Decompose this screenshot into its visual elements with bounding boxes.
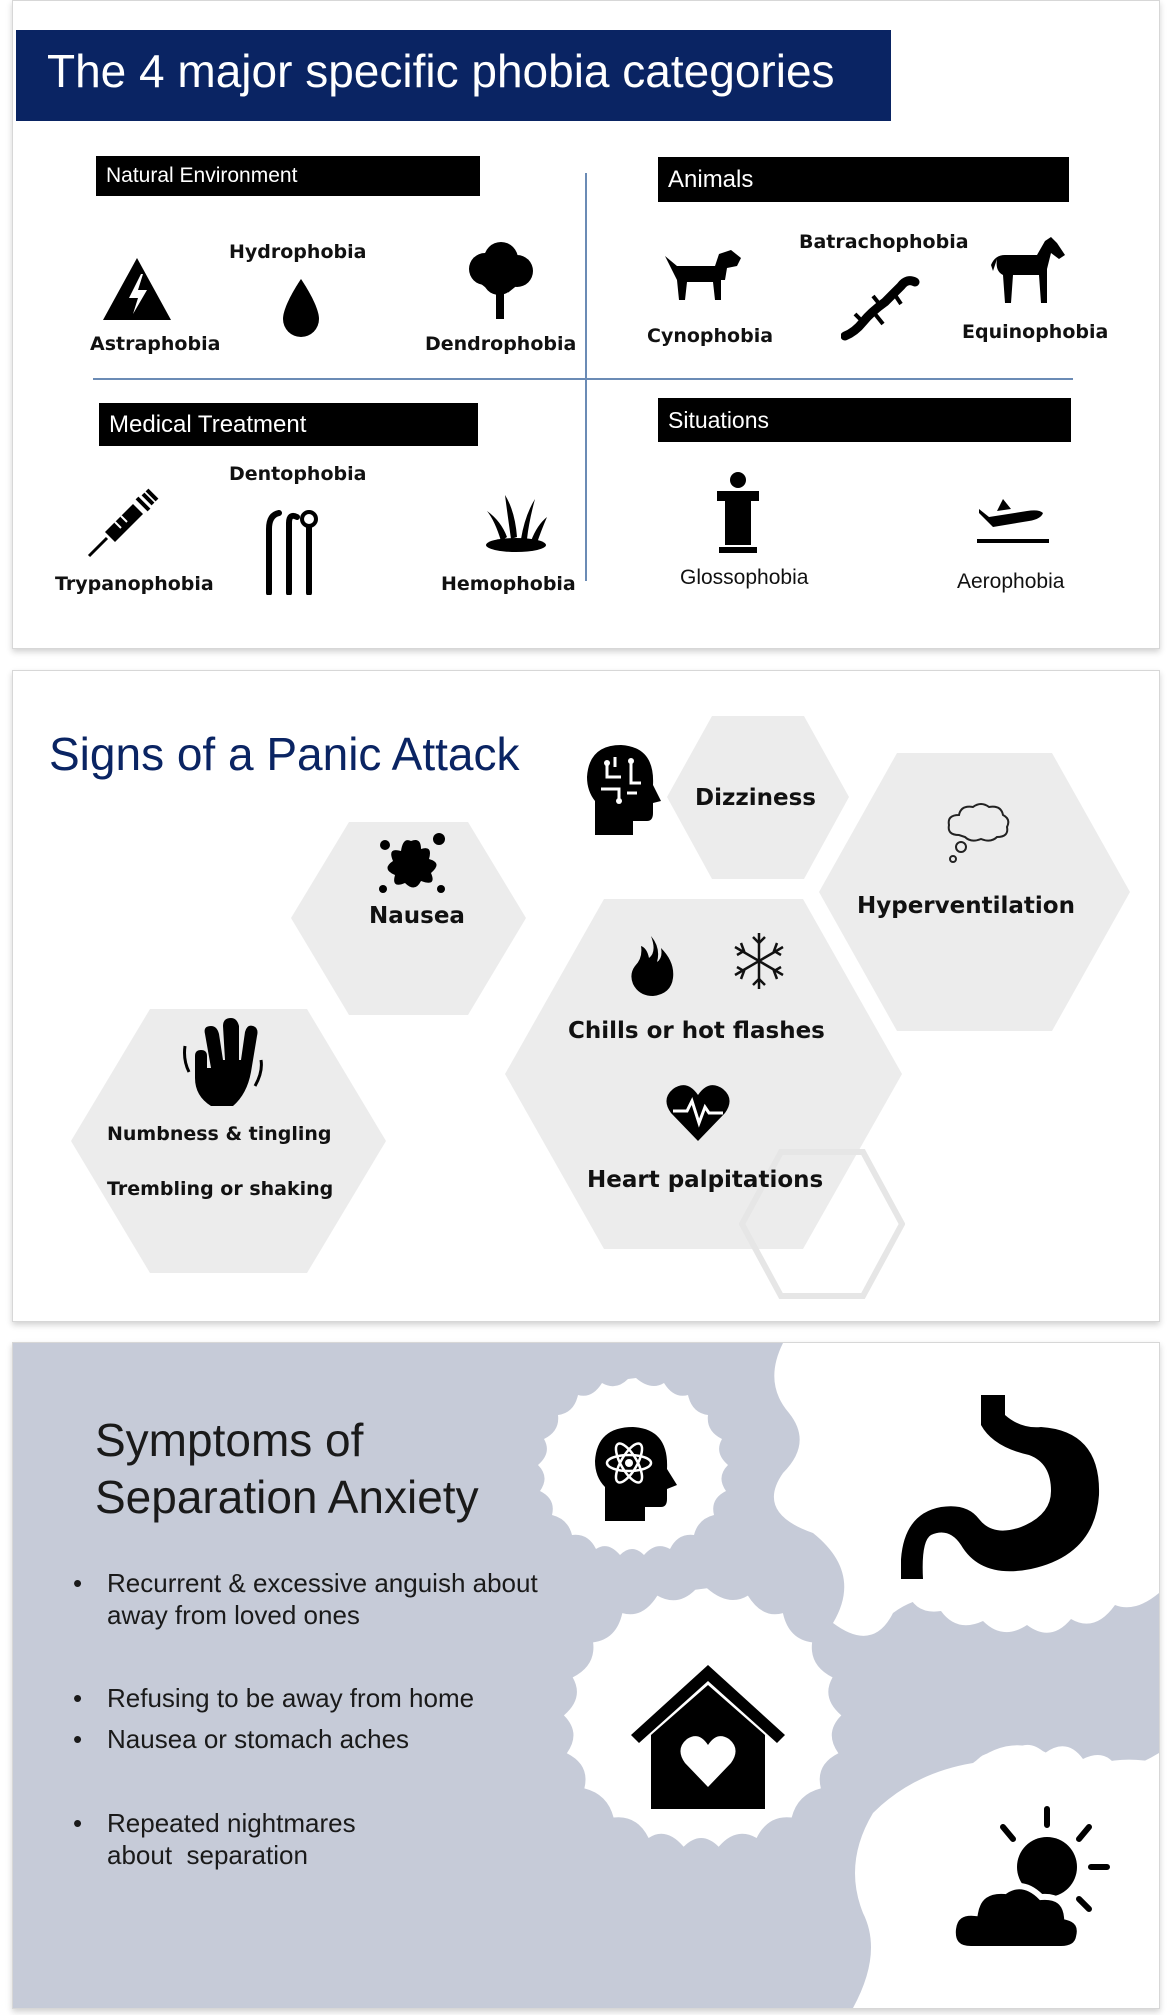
- blob-sun-cloud: [853, 1733, 1159, 2008]
- splat-icon: [379, 833, 445, 893]
- heart-pulse-icon: [666, 1085, 730, 1141]
- podium-speaker-icon: [717, 472, 759, 553]
- item-dentophobia: Dentophobia: [229, 463, 367, 485]
- stomach-icon: [901, 1395, 1100, 1579]
- lightning-warning-icon: [103, 258, 171, 320]
- slide-separation-anxiety: Symptoms of Separation Anxiety • Recurre…: [12, 1342, 1160, 2009]
- item-trypanophobia: Trypanophobia: [55, 573, 214, 595]
- item-equinophobia: Equinophobia: [962, 321, 1109, 343]
- blob-stomach: [775, 1343, 1159, 1643]
- slide3-title-line1: Symptoms of: [95, 1414, 364, 1466]
- horse-icon: [991, 237, 1065, 303]
- slide1-title: The 4 major specific phobia categories: [47, 45, 835, 97]
- hex-hyperventilation: [819, 753, 1130, 1031]
- category-medical-treatment: Medical Treatment: [99, 403, 478, 446]
- slide1-title-bar: The 4 major specific phobia categories: [16, 30, 891, 121]
- sign-nausea: Nausea: [369, 903, 465, 929]
- vertical-divider: [585, 173, 587, 581]
- sign-numbness: Numbness & tingling: [107, 1123, 332, 1145]
- sign-heart-palpitations: Heart palpitations: [587, 1167, 824, 1193]
- thought-cloud-icon: [947, 803, 1010, 863]
- item-hemophobia: Hemophobia: [441, 573, 576, 595]
- hex-outline: [739, 1149, 905, 1299]
- lizard-icon: [841, 276, 920, 341]
- sign-trembling: Trembling or shaking: [107, 1178, 334, 1200]
- waving-hand-icon: [183, 1018, 263, 1106]
- item-astraphobia: Astraphobia: [90, 333, 221, 355]
- slide-phobia-categories: The 4 major specific phobia categories N…: [12, 0, 1160, 649]
- water-drop-icon: [283, 279, 319, 337]
- category-animals: Animals: [658, 157, 1069, 202]
- item-batrachophobia: Batrachophobia: [799, 231, 969, 253]
- hex-nausea: [291, 822, 526, 1015]
- item-aerophobia: Aerophobia: [957, 570, 1065, 593]
- snowflake-icon: [734, 933, 784, 989]
- atom-head-icon: [595, 1427, 677, 1521]
- airplane-takeoff-icon: [977, 499, 1049, 543]
- home-heart-icon: [631, 1665, 785, 1809]
- hex-chills-heart: [505, 899, 902, 1249]
- slide3-title-line2: Separation Anxiety: [95, 1471, 479, 1523]
- category-situations: Situations: [658, 398, 1071, 442]
- list-item: • Nausea or stomach aches: [73, 1724, 410, 1754]
- list-item: • Recurrent & excessive anguish about aw…: [73, 1568, 538, 1630]
- horizontal-divider: [93, 378, 1073, 380]
- sign-chills: Chills or hot flashes: [568, 1018, 825, 1044]
- dental-tools-icon: [266, 510, 318, 595]
- brain-head-icon: [587, 745, 661, 835]
- hex-numbness-trembling: [71, 1009, 386, 1273]
- list-item: • Refusing to be away from home: [73, 1683, 475, 1713]
- item-glossophobia: Glossophobia: [680, 566, 809, 589]
- syringe-icon: [87, 488, 159, 558]
- hex-dizziness: [667, 716, 849, 879]
- list-item: • Repeated nightmares about separation: [73, 1808, 356, 1870]
- slide2-title: Signs of a Panic Attack: [49, 728, 520, 780]
- category-natural-environment: Natural Environment: [96, 156, 480, 196]
- blood-splash-icon: [486, 495, 547, 552]
- dog-icon: [665, 250, 741, 300]
- tree-icon: [469, 242, 533, 319]
- slide-panic-attack: Signs of a Panic Attack Dizziness Hyperv…: [12, 670, 1160, 1322]
- item-cynophobia: Cynophobia: [647, 325, 774, 347]
- item-hydrophobia: Hydrophobia: [229, 241, 367, 263]
- item-dendrophobia: Dendrophobia: [425, 333, 577, 355]
- sign-dizziness: Dizziness: [695, 785, 816, 811]
- sign-hyperventilation: Hyperventilation: [857, 893, 1075, 919]
- sun-cloud-icon: [951, 1806, 1110, 1952]
- flame-icon: [631, 936, 674, 996]
